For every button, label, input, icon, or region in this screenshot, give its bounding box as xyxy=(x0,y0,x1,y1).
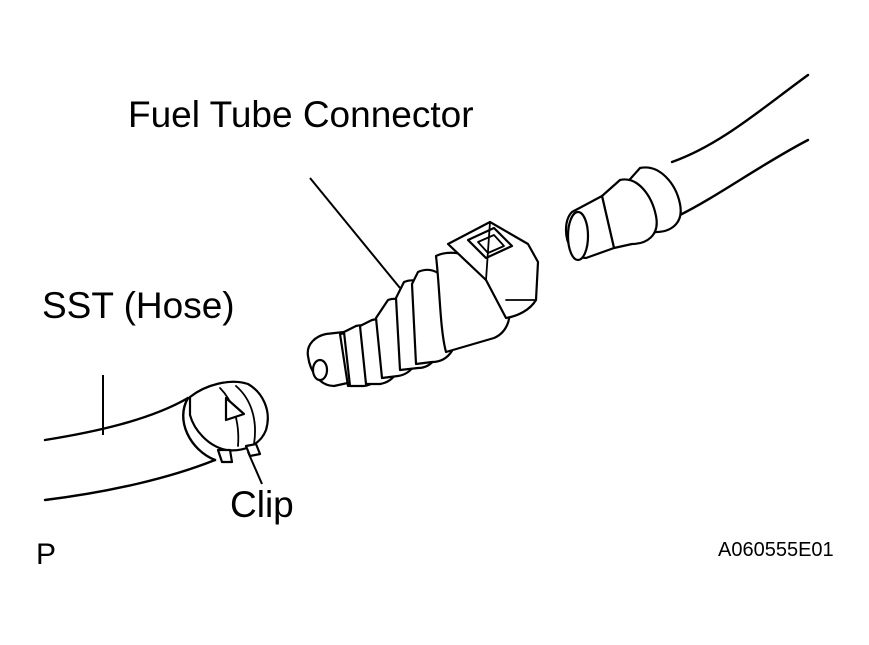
label-sst-hose: SST (Hose) xyxy=(42,285,235,326)
fuel-tube-connector-drawing xyxy=(306,220,540,388)
leader-clip xyxy=(247,451,263,485)
leader-fuel-tube-connector xyxy=(309,177,401,289)
label-figure-code: A060555E01 xyxy=(718,539,834,561)
label-corner-letter: P xyxy=(36,538,57,571)
label-clip: Clip xyxy=(230,484,294,525)
clip-drawing xyxy=(188,380,269,464)
leader-lines xyxy=(102,177,401,485)
sst-hose-drawing xyxy=(43,396,217,502)
pipe-drawing xyxy=(564,73,810,262)
label-fuel-tube-connector: Fuel Tube Connector xyxy=(128,94,474,135)
